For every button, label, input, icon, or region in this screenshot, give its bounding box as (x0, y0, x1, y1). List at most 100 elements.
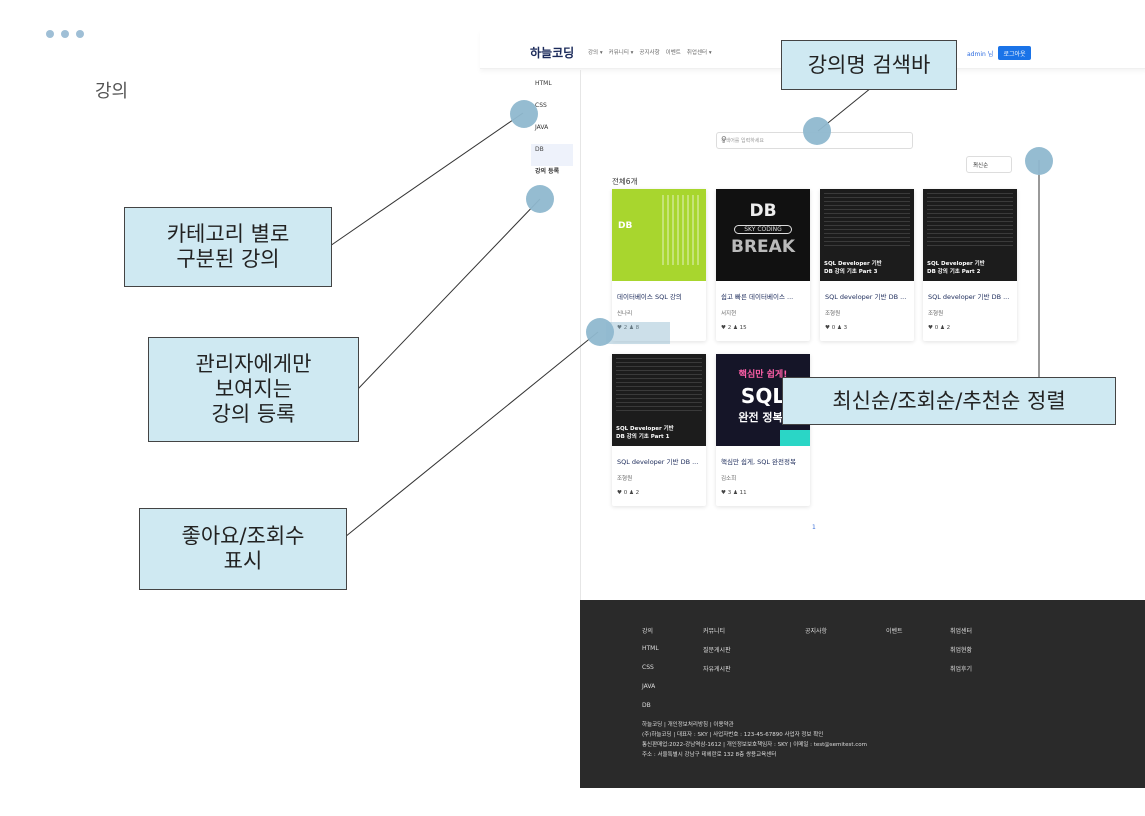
course-author: 조형원 (825, 311, 841, 317)
note-admin-register: 관리자에게만 보여지는 강의 등록 (148, 337, 359, 442)
sidebar-item-html[interactable]: HTML (535, 80, 552, 87)
marker-search (803, 117, 831, 145)
thumb-text: BREAK (731, 237, 795, 257)
marker-category (510, 100, 538, 128)
sidebar-item-css[interactable]: CSS (535, 102, 547, 109)
sidebar-item-java[interactable]: JAVA (535, 124, 549, 131)
footer-link[interactable]: 취업센터 (950, 628, 973, 635)
user-icon: ♟ (732, 325, 738, 331)
note-category: 카테고리 별로 구분된 강의 (124, 207, 332, 287)
heart-icon[interactable]: ♥ (721, 325, 726, 331)
sort-selected: 최신순 (973, 163, 989, 169)
course-stats: ♥ 0 ♟ 2 (617, 490, 639, 496)
footer-link[interactable]: 공지사항 (805, 628, 828, 635)
thumb-text: 핵심만 쉽게! (738, 370, 788, 380)
footer-info-line: 하늘코딩 | 개인정보처리방침 | 이용약관 (642, 722, 734, 728)
course-thumbnail: SQL Developer 기반 DB 강의 기초 Part 3 (820, 189, 914, 281)
footer-link[interactable]: 커뮤니티 (703, 628, 726, 635)
user-icon: ♟ (939, 325, 945, 331)
course-stats: ♥ 3 ♟ 11 (721, 490, 747, 496)
course-stats: ♥ 2 ♟ 15 (721, 325, 747, 331)
code-pattern (616, 358, 702, 412)
course-thumbnail: DB (612, 189, 706, 281)
note-sorting: 최신순/조회순/추천순 정렬 (782, 377, 1116, 425)
footer-company-info: 하늘코딩 | 개인정보처리방침 | 이용약관 (주)하늘코딩 | 대표자 : S… (642, 720, 867, 760)
sidebar-item-register[interactable]: 강의 등록 (535, 168, 560, 175)
user-icon: ♟ (628, 325, 634, 331)
thumb-text: SKY CODING (734, 225, 792, 234)
main-menu: 강의 ▾ 커뮤니티 ▾ 공지사항 이벤트 취업센터 ▾ (588, 48, 712, 56)
footer-link[interactable]: DB (642, 702, 651, 709)
footer-info-line: (주)하늘코딩 | 대표자 : SKY | 사업자번호 : 123-45-678… (642, 732, 824, 738)
note-likes-views: 좋아요/조회수 표시 (139, 508, 347, 590)
logout-button[interactable]: 로그아웃 (998, 46, 1031, 60)
heart-icon[interactable]: ♥ (928, 325, 933, 331)
course-title[interactable]: SQL developer 기반 DB ... (617, 458, 699, 466)
course-thumbnail: 핵심만 쉽게! SQL 완전 정복! (716, 354, 810, 446)
course-author: 조형원 (928, 311, 944, 317)
search-placeholder: 검색어를 입력하세요 (721, 138, 764, 144)
view-count: 11 (739, 490, 747, 496)
like-count: 0 (831, 325, 836, 331)
footer-link[interactable]: 강의 (642, 628, 654, 635)
footer-link[interactable]: 이벤트 (886, 628, 903, 635)
menu-item-notice[interactable]: 공지사항 (639, 50, 660, 56)
thumb-text: SQL Developer 기반 (616, 426, 674, 432)
course-author: 서지현 (721, 311, 737, 317)
heart-icon[interactable]: ♥ (721, 490, 726, 496)
course-card[interactable]: SQL Developer 기반 DB 강의 기초 Part 2 SQL dev… (923, 189, 1017, 341)
view-count: 8 (635, 325, 640, 331)
heart-icon[interactable]: ♥ (617, 490, 622, 496)
footer-link[interactable]: 취업후기 (950, 666, 973, 673)
thumb-text: SQL (740, 384, 786, 408)
course-title[interactable]: SQL developer 기반 DB ... (825, 293, 907, 301)
course-stats: ♥ 0 ♟ 2 (928, 325, 950, 331)
search-icon[interactable]: ⚲ (721, 135, 727, 144)
view-count: 15 (739, 325, 747, 331)
thumb-text: SQL Developer 기반 (927, 261, 985, 267)
thumb-text: DB (749, 201, 777, 221)
like-count: 2 (623, 325, 628, 331)
menu-item-career[interactable]: 취업센터 ▾ (686, 50, 712, 56)
note-search-bar: 강의명 검색바 (781, 40, 957, 90)
heart-icon[interactable]: ♥ (825, 325, 830, 331)
sidebar-item-db[interactable]: DB (531, 144, 573, 166)
pagination-current[interactable]: 1 (812, 524, 816, 531)
binary-pattern (662, 195, 702, 265)
course-card[interactable]: DB 데이터베이스 SQL 강의 신나리 ♥ 2 ♟ 8 (612, 189, 706, 341)
footer-link[interactable]: 취업현황 (950, 647, 973, 654)
course-card[interactable]: SQL Developer 기반 DB 강의 기초 Part 3 SQL dev… (820, 189, 914, 341)
course-stats: ♥ 0 ♟ 3 (825, 325, 847, 331)
footer-info-line: 통신판매업:2022-강남역삼-1612 | 개인정보보호책임자 : SKY |… (642, 742, 867, 748)
course-title[interactable]: 쉽고 빠른 데이터베이스 ... (721, 293, 794, 301)
course-card[interactable]: SQL Developer 기반 DB 강의 기초 Part 1 SQL dev… (612, 354, 706, 506)
view-count: 3 (843, 325, 848, 331)
heart-icon[interactable]: ♥ (617, 325, 622, 331)
footer-link[interactable]: HTML (642, 645, 659, 652)
footer-link[interactable]: 자유게시판 (703, 666, 731, 673)
site-footer: 강의 HTML CSS JAVA DB 커뮤니티 질문게시판 자유게시판 공지사… (580, 600, 1145, 788)
slide-title: 강의 (95, 81, 129, 102)
course-card[interactable]: DB SKY CODING BREAK 쉽고 빠른 데이터베이스 ... 서지현… (716, 189, 810, 341)
category-sidebar: HTML CSS JAVA DB 강의 등록 (531, 78, 573, 188)
menu-item-event[interactable]: 이벤트 (665, 50, 681, 56)
course-title[interactable]: 핵심만 쉽게, SQL 완전정복 (721, 458, 796, 466)
sort-select[interactable]: 최신순 ⌄ (966, 156, 1012, 173)
course-title[interactable]: 데이터베이스 SQL 강의 (617, 293, 682, 301)
course-title[interactable]: SQL developer 기반 DB ... (928, 293, 1010, 301)
menu-item-lecture[interactable]: 강의 ▾ (588, 50, 603, 56)
marker-sort (1025, 147, 1053, 175)
menu-item-community[interactable]: 커뮤니티 ▾ (608, 50, 634, 56)
code-pattern (824, 193, 910, 247)
total-count: 전체6개 (612, 177, 638, 186)
user-icon: ♟ (836, 325, 842, 331)
site-logo[interactable]: 하늘코딩 (530, 46, 575, 60)
footer-link[interactable]: 질문게시판 (703, 647, 731, 654)
footer-link[interactable]: CSS (642, 664, 654, 671)
user-name: admin 님 (967, 51, 994, 58)
like-count: 0 (934, 325, 939, 331)
user-icon: ♟ (732, 490, 738, 496)
footer-link[interactable]: JAVA (642, 683, 656, 690)
decor-shape (780, 430, 810, 446)
course-author: 김소희 (721, 476, 737, 482)
